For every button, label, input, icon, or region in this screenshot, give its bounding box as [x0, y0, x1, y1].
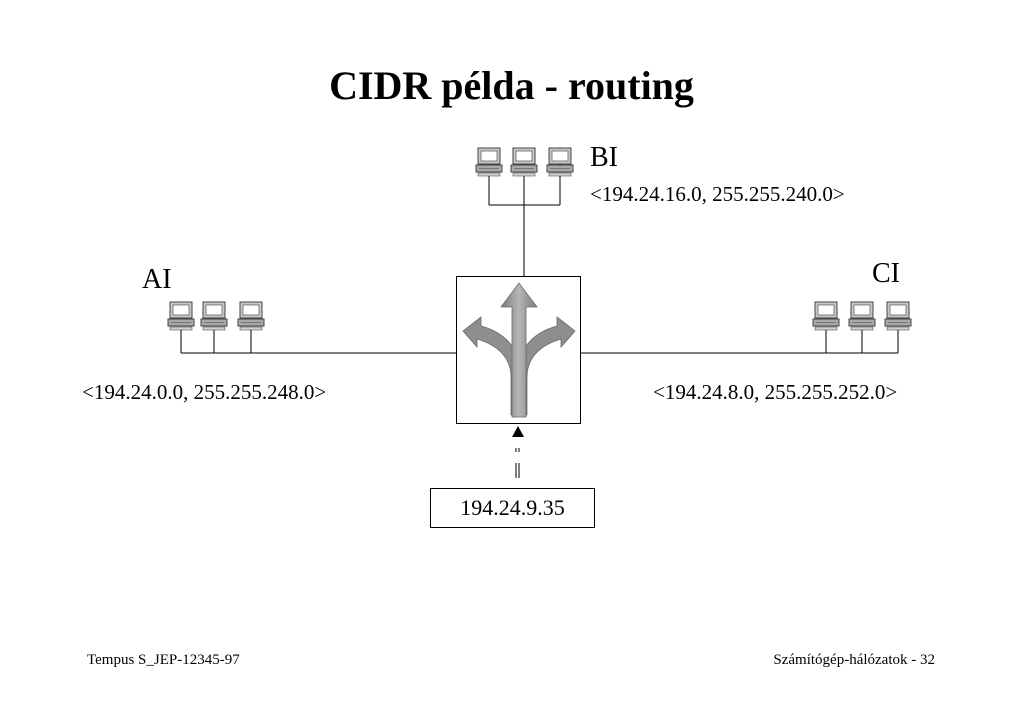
computer-icon: [510, 147, 538, 177]
network-ai-address: <194.24.0.0, 255.255.248.0>: [82, 380, 327, 404]
footer-right: Számítógép-hálózatok - 32: [773, 652, 935, 668]
network-ci-wiring: [581, 330, 899, 354]
computer-icon: [167, 301, 195, 331]
slide-title: CIDR példa - routing: [329, 63, 694, 108]
router: [456, 276, 581, 424]
computer-icon: [848, 301, 876, 331]
computer-icon: [884, 301, 912, 331]
computer-icon: [475, 147, 503, 177]
footer-left: Tempus S_JEP-12345-97: [87, 652, 240, 668]
network-ai-label: AI: [142, 264, 172, 295]
network-bi-label: BI: [590, 142, 618, 173]
computer-icon: [200, 301, 228, 331]
network-bi-wiring: [488, 176, 561, 276]
network-ci-computers: [812, 301, 912, 331]
network-ci-address: <194.24.8.0, 255.255.252.0>: [653, 380, 898, 404]
network-ai-computers: [167, 301, 265, 331]
computer-icon: [812, 301, 840, 331]
network-ai-wiring: [180, 330, 456, 354]
network-bi-address: <194.24.16.0, 255.255.240.0>: [590, 182, 845, 206]
computer-icon: [546, 147, 574, 177]
network-bi-computers: [475, 147, 574, 177]
computer-icon: [237, 301, 265, 331]
network-ci-label: CI: [872, 258, 900, 289]
destination-address-box: 194.24.9.35: [430, 488, 595, 528]
destination-arrow: [512, 426, 524, 478]
router-arrows-icon: [462, 282, 576, 418]
